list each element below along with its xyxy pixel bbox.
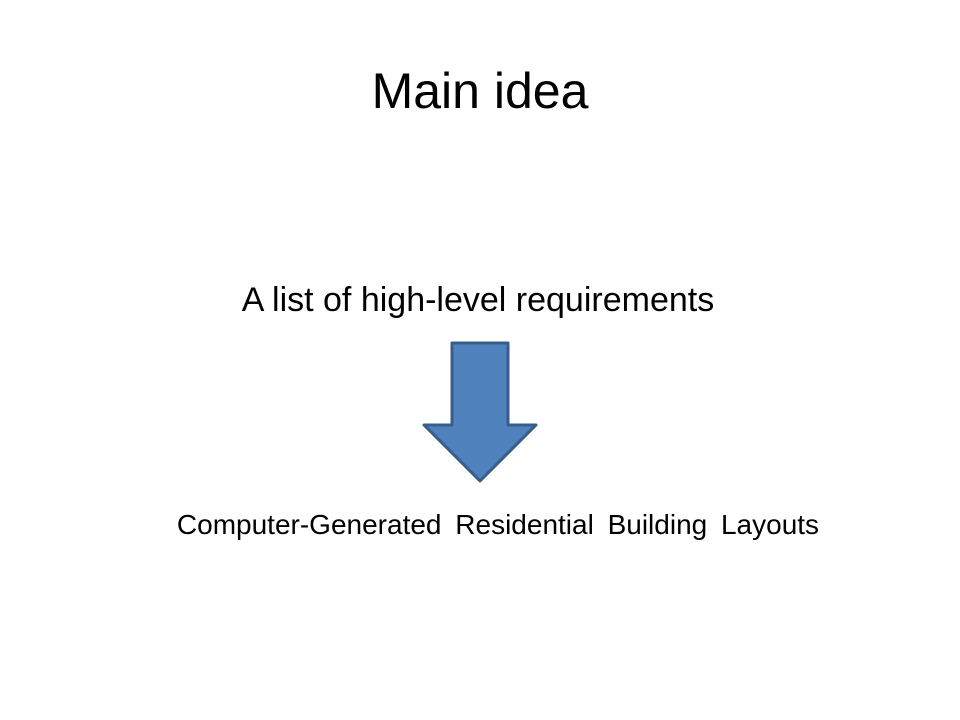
requirements-text: A list of high-level requirements [241, 281, 715, 319]
slide-title: Main idea [371, 63, 589, 119]
layouts-text: Computer-Generated Residential Building … [176, 509, 820, 540]
arrow-shape [422, 341, 538, 483]
down-arrow-icon [422, 341, 538, 483]
